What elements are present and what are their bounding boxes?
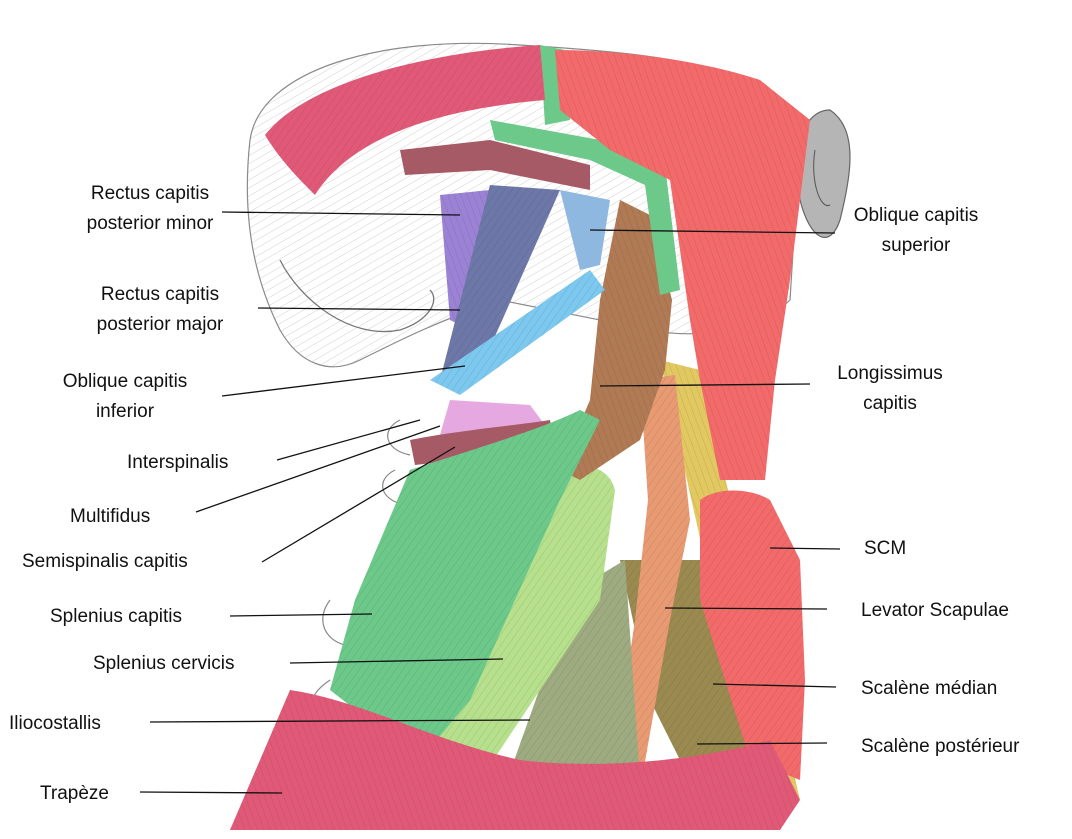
label-oblique-superior: Oblique capitis superior <box>826 201 1006 261</box>
label-interspinalis: Interspinalis <box>127 448 228 478</box>
label-semispinalis: Semispinalis capitis <box>22 547 188 577</box>
label-oblique-inferior-line1: Oblique capitis <box>35 367 215 397</box>
label-oblique-superior-line2: superior <box>826 231 1006 261</box>
label-trapeze: Trapèze <box>40 779 109 809</box>
label-longissimus-line2: capitis <box>800 389 980 419</box>
label-rectus-minor-line1: Rectus capitis <box>60 179 240 209</box>
label-rectus-major-line2: posterior major <box>70 310 250 340</box>
label-oblique-inferior-line2: inferior <box>35 397 215 427</box>
label-scm: SCM <box>864 534 906 564</box>
label-oblique-superior-line1: Oblique capitis <box>826 201 1006 231</box>
label-multifidus: Multifidus <box>70 502 150 532</box>
label-scalene-posterior: Scalène postérieur <box>861 732 1019 762</box>
label-longissimus: Longissimus capitis <box>800 359 980 419</box>
label-oblique-inferior: Oblique capitis inferior <box>35 367 215 427</box>
label-longissimus-line1: Longissimus <box>800 359 980 389</box>
label-rectus-major: Rectus capitis posterior major <box>70 280 250 340</box>
label-rectus-major-line1: Rectus capitis <box>70 280 250 310</box>
label-splenius-cervicis: Splenius cervicis <box>93 649 235 679</box>
label-rectus-minor: Rectus capitis posterior minor <box>60 179 240 239</box>
label-rectus-minor-line2: posterior minor <box>60 209 240 239</box>
label-splenius-capitis: Splenius capitis <box>50 602 182 632</box>
label-levator: Levator Scapulae <box>861 596 1009 626</box>
label-iliocostalis: Iliocostallis <box>9 709 101 739</box>
leader-oblique-inferior <box>222 366 465 396</box>
label-scalene-median: Scalène médian <box>861 674 997 704</box>
